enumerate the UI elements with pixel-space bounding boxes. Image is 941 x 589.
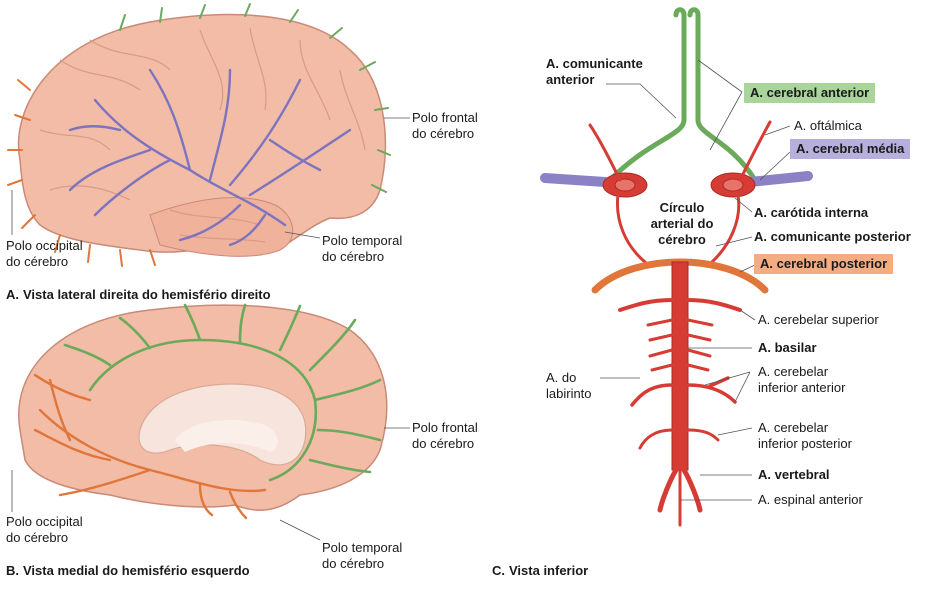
label-pica: A. cerebelar inferior posterior <box>758 420 852 452</box>
label-circle-line1: Círculo <box>659 200 705 215</box>
a-temporal-pole-line1: Polo temporal <box>322 233 403 248</box>
a-occipital-pole-line1: Polo occipital <box>6 238 83 253</box>
caption-c: C. Vista inferior <box>492 563 588 578</box>
circle-of-willis <box>540 7 813 527</box>
b-frontal-pole-line2: do cérebro <box>412 436 475 451</box>
label-internal-carotid: A. carótida interna <box>754 205 869 220</box>
b-frontal-pole-label: Polo frontal do cérebro <box>412 420 478 452</box>
label-labyrinthine-line1: A. do <box>546 370 577 385</box>
b-occipital-pole-label: Polo occipital do cérebro <box>6 514 83 546</box>
label-superior-cerebellar: A. cerebelar superior <box>758 312 879 327</box>
label-circle-of-willis: Círculo arterial do cérebro <box>636 200 728 248</box>
a-temporal-pole-label: Polo temporal do cérebro <box>322 233 402 265</box>
label-labyrinthine: A. do labirinto <box>546 370 592 402</box>
label-circle-line3: cérebro <box>658 232 706 247</box>
medial-brain <box>11 303 410 541</box>
b-temporal-pole-line1: Polo temporal <box>322 540 403 555</box>
label-pica-line1: A. cerebelar <box>758 420 829 435</box>
label-aica-line1: A. cerebelar <box>758 364 829 379</box>
label-circle-line2: arterial do <box>650 216 714 231</box>
caption-b: B. Vista medial do hemisfério esquerdo <box>6 563 250 578</box>
label-labyrinthine-line2: labirinto <box>546 386 592 401</box>
label-anterior-communicating-line1: A. comunicante <box>546 56 643 71</box>
label-anterior-communicating-line2: anterior <box>546 72 595 87</box>
a-frontal-pole-line2: do cérebro <box>412 126 475 141</box>
label-ophthalmic: A. oftálmica <box>794 118 862 133</box>
caption-a-letter: A. <box>6 287 19 302</box>
caption-a: A. Vista lateral direita do hemisfério di… <box>6 287 271 302</box>
b-frontal-pole-line1: Polo frontal <box>412 420 478 435</box>
caption-b-letter: B. <box>6 563 19 578</box>
label-aica-line2: inferior anterior <box>758 380 846 395</box>
label-posterior-communicating: A. comunicante posterior <box>754 229 911 244</box>
a-temporal-pole-line2: do cérebro <box>322 249 385 264</box>
label-basilar: A. basilar <box>758 340 817 355</box>
label-aica: A. cerebelar inferior anterior <box>758 364 845 396</box>
label-anterior-communicating: A. comunicante anterior <box>546 56 643 88</box>
label-pica-line2: inferior posterior <box>758 436 852 451</box>
label-middle-cerebral: A. cerebral média <box>790 139 911 159</box>
b-occipital-pole-line2: do cérebro <box>6 530 69 545</box>
a-occipital-pole-line2: do cérebro <box>6 254 69 269</box>
label-posterior-cerebral: A. cerebral posterior <box>754 254 894 274</box>
a-frontal-pole-label: Polo frontal do cérebro <box>412 110 478 142</box>
caption-b-text: Vista medial do hemisfério esquerdo <box>23 563 250 578</box>
label-vertebral: A. vertebral <box>758 467 830 482</box>
b-temporal-pole-line2: do cérebro <box>322 556 385 571</box>
label-anterior-spinal: A. espinal anterior <box>758 492 863 507</box>
caption-c-letter: C. <box>492 563 505 578</box>
b-occipital-pole-line1: Polo occipital <box>6 514 83 529</box>
caption-c-text: Vista inferior <box>509 563 589 578</box>
b-temporal-pole-label: Polo temporal do cérebro <box>322 540 402 572</box>
a-occipital-pole-label: Polo occipital do cérebro <box>6 238 83 270</box>
lateral-brain <box>7 3 410 267</box>
label-anterior-cerebral: A. cerebral anterior <box>744 83 876 103</box>
caption-a-text: Vista lateral direita do hemisfério dire… <box>23 287 271 302</box>
a-frontal-pole-line1: Polo frontal <box>412 110 478 125</box>
